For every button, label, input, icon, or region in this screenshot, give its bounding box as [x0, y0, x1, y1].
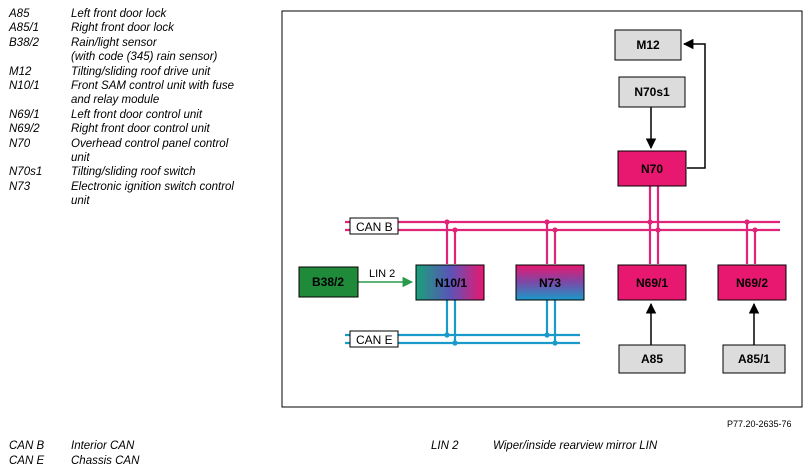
- legend-item: N70 Overhead control panel control unit: [9, 137, 271, 166]
- box-a85-1: A85/1: [722, 344, 786, 374]
- legend-item: N69/2 Right front door control unit: [9, 122, 271, 136]
- legend-item: M12 Tilting/sliding roof drive unit: [9, 65, 271, 79]
- footer-code: LIN 2: [431, 440, 459, 452]
- can-b-junctions: [444, 219, 758, 233]
- box-a85-label: A85: [641, 352, 663, 366]
- box-n70-label: N70: [641, 162, 663, 176]
- box-n69-2-label: N69/2: [736, 276, 768, 290]
- legend-desc-line: Front SAM control unit with fuse: [71, 80, 234, 93]
- footer-desc: Wiper/inside rearview mirror LIN: [493, 440, 658, 452]
- legend-code: N73: [9, 180, 31, 193]
- box-n73: N73: [515, 264, 585, 301]
- footer-legend-right: LIN 2 Wiper/inside rearview mirror LIN: [431, 439, 657, 454]
- box-n69-1-label: N69/1: [636, 276, 668, 290]
- box-a85-1-label: A85/1: [738, 352, 770, 366]
- legend-item: N10/1 Front SAM control unit with fuse a…: [9, 79, 271, 108]
- box-n10-1-label: N10/1: [435, 276, 467, 290]
- legend-code: M12: [9, 65, 32, 78]
- legend-desc: Overhead control panel control unit: [71, 137, 271, 166]
- legend-desc: Electronic ignition switch control unit: [71, 180, 271, 209]
- can-e-label-box: [349, 330, 399, 348]
- box-n10-1: N10/1: [415, 264, 485, 301]
- can-b-bus: [345, 186, 780, 264]
- lin2-label: LIN 2: [369, 268, 395, 280]
- box-n69-2: N69/2: [717, 264, 787, 301]
- footer-code: CAN E: [9, 455, 45, 467]
- legend-item: A85/1 Right front door lock: [9, 21, 271, 35]
- arrow-n70-to-m12: [682, 38, 706, 169]
- legend-desc-line: Rain/light sensor: [71, 36, 157, 49]
- footer-item: CAN E Chassis CAN: [9, 454, 139, 469]
- footer-item: LIN 2 Wiper/inside rearview mirror LIN: [431, 439, 657, 454]
- box-n69-1: N69/1: [617, 264, 687, 301]
- legend-desc-line: unit: [71, 152, 90, 165]
- legend-desc: Tilting/sliding roof drive unit: [71, 65, 211, 78]
- legend-item: B38/2 Rain/light sensor (with code (345)…: [9, 36, 271, 65]
- legend-desc: Left front door lock: [71, 8, 167, 20]
- footer-desc: Chassis CAN: [71, 455, 140, 467]
- box-a85: A85: [618, 344, 686, 374]
- diagram-frame: [281, 10, 803, 408]
- legend-code: N69/2: [9, 123, 40, 136]
- legend-desc-line: Electronic ignition switch control: [71, 180, 234, 193]
- footer-code: CAN B: [9, 440, 45, 452]
- legend-desc: Tilting/sliding roof switch: [71, 166, 196, 179]
- box-n70: N70: [617, 150, 687, 187]
- legend-desc: Rain/light sensor (with code (345) rain …: [71, 36, 271, 65]
- legend-code: N10/1: [9, 80, 40, 93]
- legend-code: N70s1: [9, 166, 43, 179]
- footer-legend-left: CAN B Interior CAN CAN E Chassis CAN: [9, 439, 139, 469]
- legend-item: N70s1 Tilting/sliding roof switch: [9, 165, 271, 179]
- document-reference: P77.20-2635-76: [727, 419, 792, 429]
- box-b38-2-label: B38/2: [312, 275, 344, 289]
- box-n70s1: N70s1: [618, 76, 686, 108]
- box-m12: M12: [614, 29, 682, 61]
- legend-desc-line: unit: [71, 195, 90, 208]
- legend-code: A85: [9, 8, 30, 20]
- box-n73-label: N73: [539, 276, 561, 290]
- footer-item: CAN B Interior CAN: [9, 439, 139, 454]
- footer-desc: Interior CAN: [71, 440, 135, 452]
- box-m12-label: M12: [636, 38, 660, 52]
- legend-desc-line: Overhead control panel control: [71, 137, 229, 150]
- legend-item: A85 Left front door lock: [9, 7, 271, 21]
- legend: A85 Left front door lock A85/1 Right fro…: [9, 7, 271, 209]
- box-b38-2: B38/2: [298, 266, 359, 298]
- legend-code: A85/1: [9, 22, 40, 35]
- legend-code: N69/1: [9, 108, 40, 121]
- legend-desc-line: and relay module: [71, 94, 160, 107]
- legend-desc: Left front door control unit: [71, 108, 203, 121]
- can-e-label: CAN E: [356, 333, 393, 347]
- legend-desc: Right front door lock: [71, 22, 174, 35]
- legend-code: B38/2: [9, 36, 40, 49]
- box-n70s1-label: N70s1: [634, 85, 670, 99]
- legend-item: N73 Electronic ignition switch control u…: [9, 180, 271, 209]
- legend-desc: Right front door control unit: [71, 123, 210, 136]
- can-b-label-box: [349, 217, 399, 235]
- legend-desc-line: (with code (345) rain sensor): [71, 51, 218, 64]
- legend-code: N70: [9, 137, 31, 150]
- can-b-label: CAN B: [356, 220, 393, 234]
- can-e-junctions: [444, 332, 558, 346]
- legend-desc: Front SAM control unit with fuse and rel…: [71, 79, 271, 108]
- legend-item: N69/1 Left front door control unit: [9, 108, 271, 122]
